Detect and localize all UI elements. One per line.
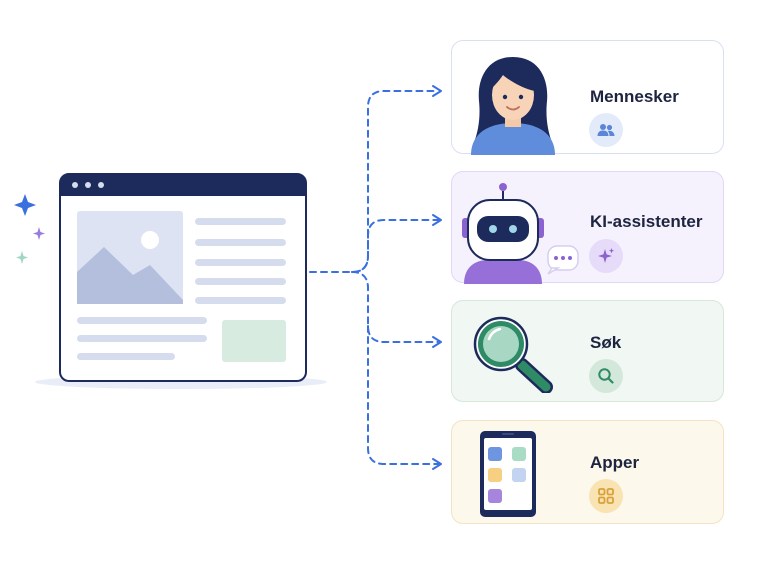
card-label: Apper xyxy=(590,453,640,472)
person-illustration xyxy=(471,57,555,155)
people-icon xyxy=(597,124,615,136)
card-icon-badge xyxy=(589,113,623,147)
robot-illustration xyxy=(462,183,579,284)
webpage-illustration xyxy=(35,173,327,389)
grid-icon xyxy=(598,488,614,504)
phone-illustration xyxy=(480,431,536,517)
connector-arrowheads xyxy=(432,85,442,470)
sparkle-icon xyxy=(598,248,615,263)
sparkle-decoration xyxy=(14,194,45,264)
search-icon xyxy=(598,368,614,384)
card-label: Mennesker xyxy=(590,87,679,106)
card-ki-assistenter: KI-assistenter xyxy=(451,171,724,284)
card-icon-badge xyxy=(589,239,623,273)
card-mennesker: Mennesker xyxy=(451,40,724,155)
card-icon-badge xyxy=(589,479,623,513)
card-sok: Søk xyxy=(451,300,724,402)
connector-lines xyxy=(309,90,439,465)
card-label: Søk xyxy=(590,333,622,352)
card-label: KI-assistenter xyxy=(590,212,703,231)
card-apper: Apper xyxy=(451,420,724,524)
magnifier-illustration xyxy=(473,316,553,393)
card-icon-badge xyxy=(589,359,623,393)
